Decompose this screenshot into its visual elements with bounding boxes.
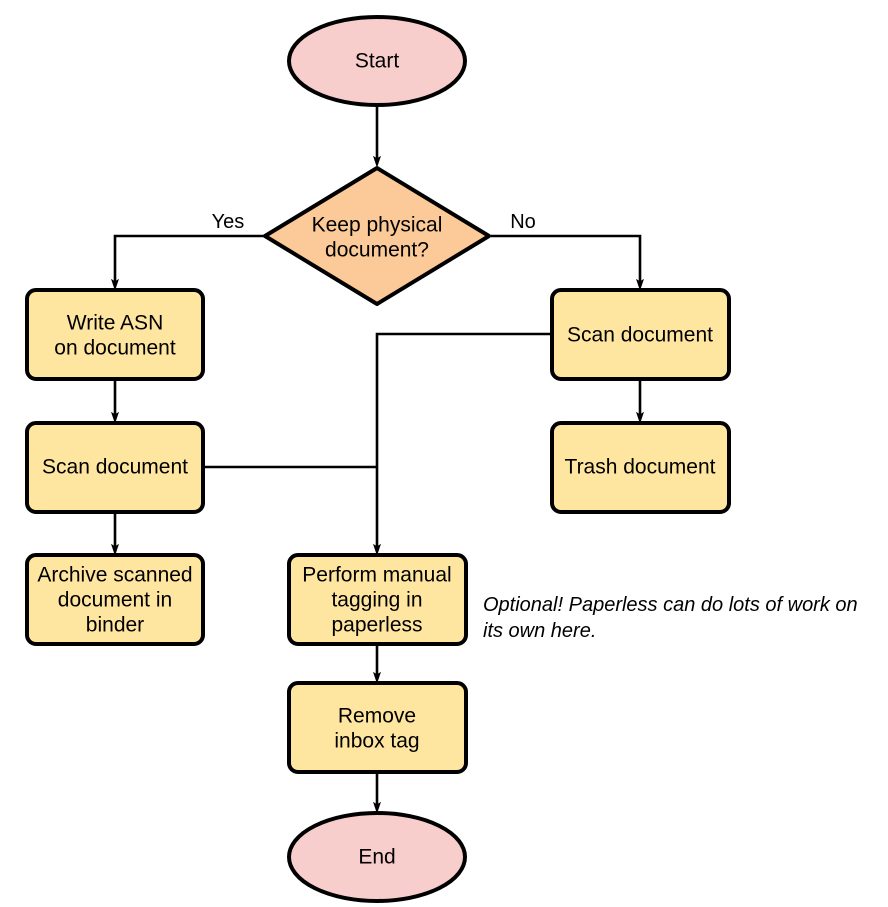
archive-label-line1: Archive scanned	[37, 564, 192, 587]
archive-box	[25, 553, 205, 646]
remove-inbox-label-line1: Remove	[338, 705, 416, 728]
decision-label-line1: Keep physical	[312, 214, 443, 237]
write-asn-label-line2: on document	[54, 337, 176, 360]
node-write-asn-on-document[interactable]: Write ASN on document	[25, 288, 205, 381]
node-start[interactable]: Start	[287, 15, 467, 107]
scan-document-right-box	[550, 288, 731, 381]
node-scan-document-left[interactable]: Scan document	[25, 421, 205, 514]
edge-scan-right-to-tagging	[377, 332, 551, 550]
scan-document-right-label: Scan document	[567, 324, 713, 347]
start-label: Start	[355, 50, 400, 73]
tagging-box	[287, 553, 468, 646]
node-decision-keep-physical-document[interactable]: Keep physical document?	[263, 166, 491, 306]
node-scan-document-right[interactable]: Scan document	[550, 288, 731, 381]
decision-diamond	[263, 166, 491, 306]
write-asn-box	[25, 288, 205, 381]
end-label: End	[358, 846, 395, 869]
annotation-line1: Optional! Paperless can do lots of work …	[483, 594, 858, 616]
trash-document-label: Trash document	[565, 456, 716, 479]
scan-document-left-label: Scan document	[42, 456, 188, 479]
tagging-label-line2: tagging in	[331, 589, 422, 612]
node-end[interactable]: End	[287, 811, 467, 903]
tagging-label-line1: Perform manual	[302, 564, 451, 587]
tagging-label-line3: paperless	[331, 614, 422, 637]
annotation-line2: its own here.	[483, 620, 596, 642]
edge-decision-yes-to-write-asn	[115, 234, 264, 285]
scan-document-left-box	[25, 421, 205, 514]
remove-inbox-label-line2: inbox tag	[334, 730, 419, 753]
edge-decision-no-to-scan-right	[491, 234, 640, 285]
write-asn-label-line1: Write ASN	[67, 312, 163, 335]
edge-label-yes: Yes	[212, 211, 245, 233]
node-trash-document[interactable]: Trash document	[550, 421, 731, 514]
trash-document-box	[550, 421, 731, 514]
remove-inbox-tag-box	[287, 681, 468, 774]
archive-label-line2: document in	[58, 589, 172, 612]
edge-label-no: No	[510, 211, 536, 233]
node-perform-manual-tagging[interactable]: Perform manual tagging in paperless	[287, 553, 468, 646]
decision-label-line2: document?	[325, 239, 429, 262]
end-ellipse	[287, 811, 467, 903]
node-archive-scanned-document[interactable]: Archive scanned document in binder	[25, 553, 205, 646]
start-ellipse	[287, 15, 467, 107]
node-remove-inbox-tag[interactable]: Remove inbox tag	[287, 681, 468, 774]
archive-label-line3: binder	[86, 614, 144, 637]
